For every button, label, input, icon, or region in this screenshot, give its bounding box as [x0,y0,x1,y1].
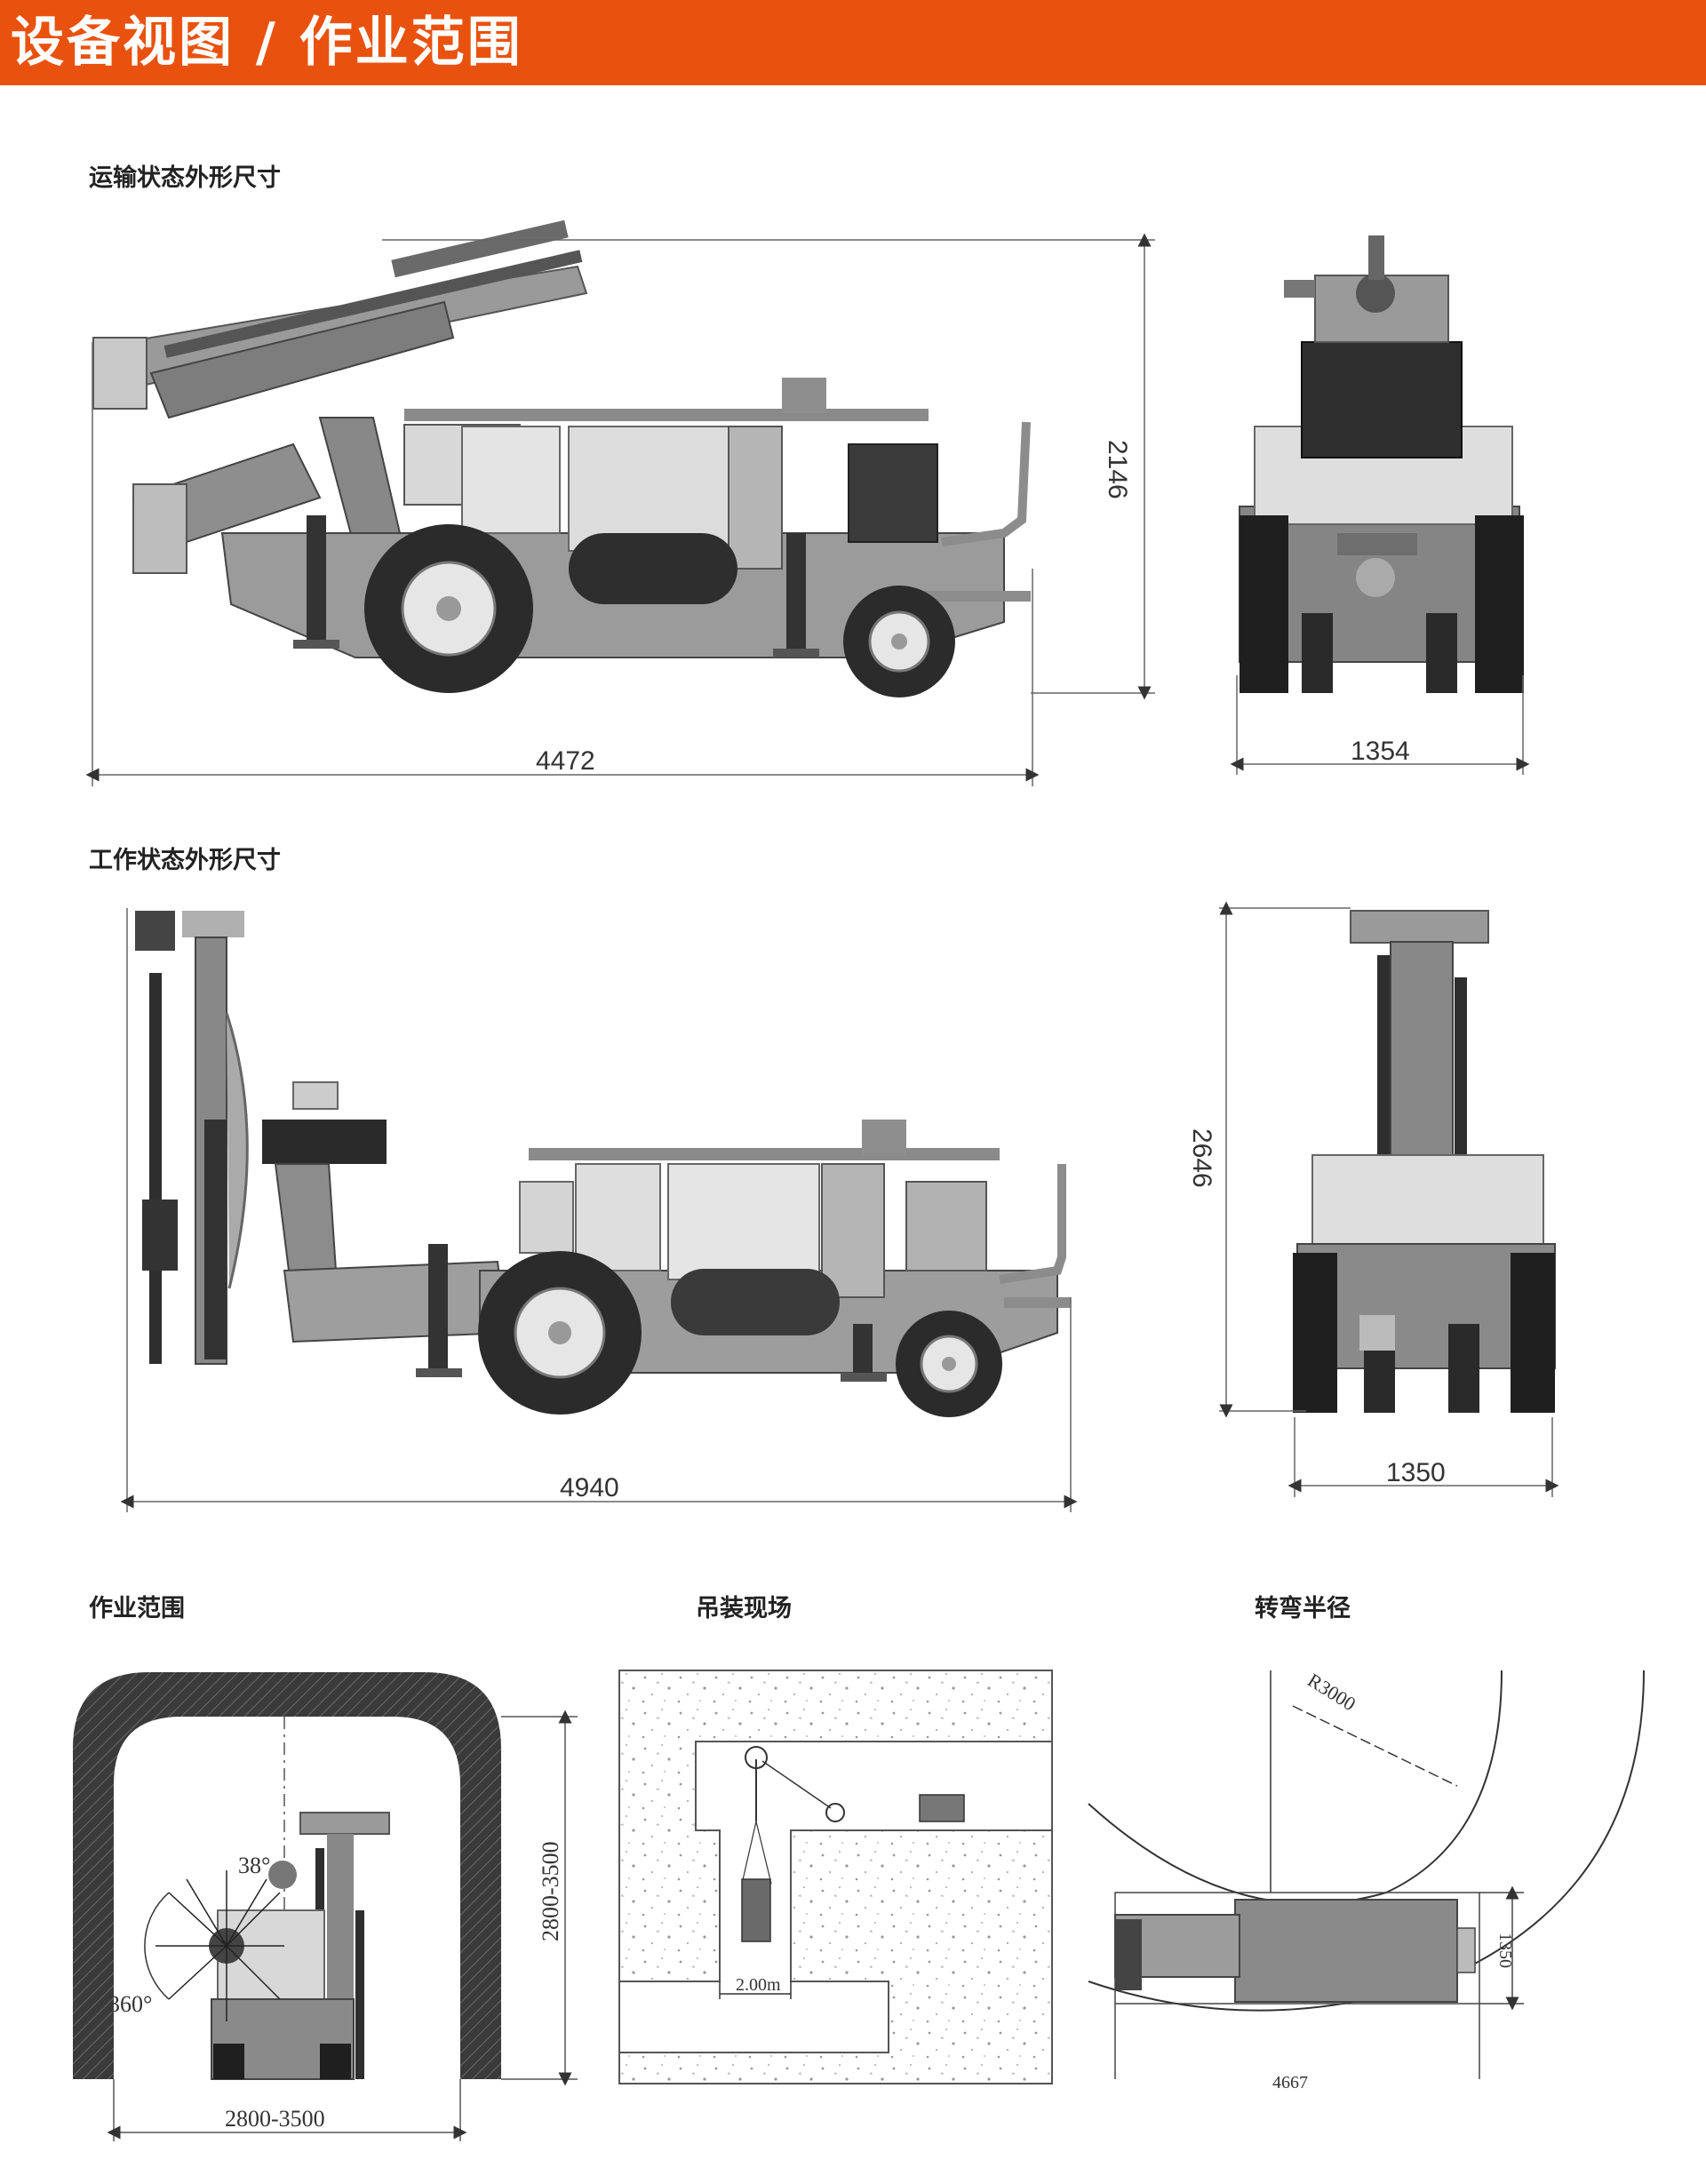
shaft-section [618,1670,1053,2084]
tunnel-height-label: 2800-3500 [538,1841,563,1941]
transport-section-title: 运输状态外形尺寸 [89,164,281,192]
header-band [0,0,1706,85]
transport-front-width-label: 1354 [1351,737,1410,766]
page-title: 设备视图 / 作业范围 [11,12,523,74]
turning-radius-plan [1088,1670,1645,2079]
working-front-width-label: 1350 [1386,1458,1446,1487]
transport-front-dimensions [1230,675,1530,775]
tunnel-dimensions [107,1710,578,2141]
transport-height-label: 2146 [1103,440,1132,499]
working-front-view [1293,910,1556,1413]
tunnel-section [73,1672,501,2080]
tunnel-width-label: 2800-3500 [225,2106,325,2132]
working-side-view [135,911,1071,1417]
transport-length-label: 4472 [536,746,595,776]
turning-radius-label: R3000 [1303,1669,1359,1715]
transport-side-view [92,219,1031,697]
turning-length-label: 4667 [1272,2073,1308,2092]
angle-38-label: 38° [238,1853,270,1878]
working-front-dimensions [1219,901,1559,1497]
shaft-depth-label: 2.00m [736,1975,781,1995]
turning-section-title: 转弯半径 [1255,1595,1351,1622]
transport-front-view [1239,235,1524,693]
angle-360-label: 360° [108,1991,152,2017]
lifting-section-title: 吊装现场 [696,1595,792,1622]
transport-side-dimensions [85,233,1155,786]
working-length-label: 4940 [560,1473,619,1502]
range-section-title: 作业范围 [89,1595,185,1622]
working-side-dimensions [120,908,1078,1512]
turning-width-label: 1350 [1495,1933,1515,1968]
working-front-height-label: 2646 [1187,1128,1216,1188]
working-section-title: 工作状态外形尺寸 [89,847,281,874]
